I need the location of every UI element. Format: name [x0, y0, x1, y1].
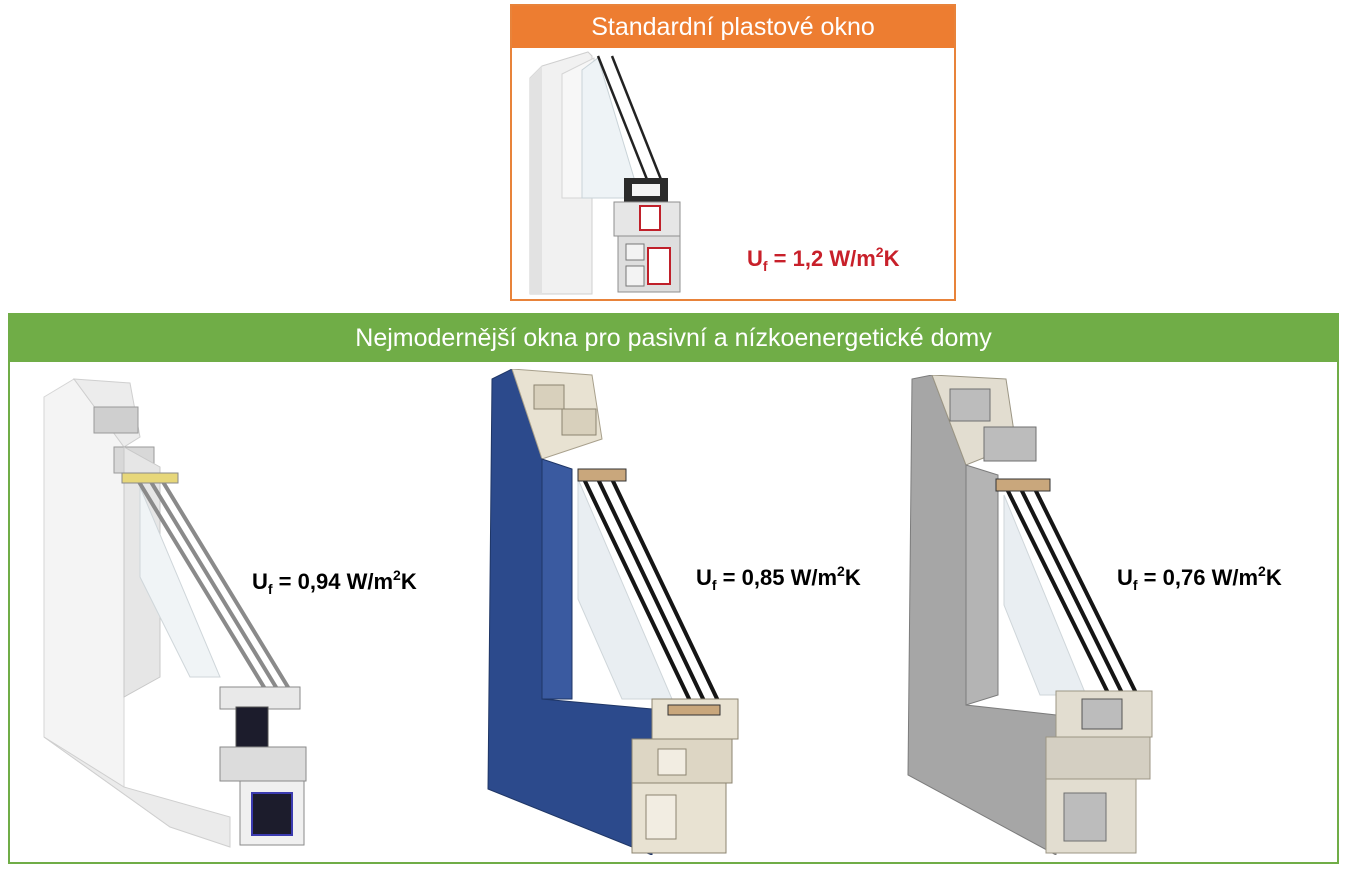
u-value-number: = 1,2 W/m	[767, 246, 876, 271]
u-value-prefix: U	[747, 246, 763, 271]
u-value-number: = 0,76 W/m	[1137, 565, 1259, 590]
modern-windows-panel: Nejmodernější okna pro pasivní a nízkoen…	[8, 313, 1339, 864]
white-window-frame-icon	[529, 51, 681, 295]
u-value-superscript: 2	[837, 563, 845, 579]
u-value-suffix: K	[844, 565, 861, 590]
window-3-u-value: Uf = 0,76 W/m2K	[1117, 563, 1282, 593]
u-value-subscript: f	[711, 577, 717, 593]
u-value-number: = 0,85 W/m	[716, 565, 838, 590]
u-value-number: = 0,94 W/m	[272, 569, 394, 594]
modern-windows-title: Nejmodernější okna pro pasivní a nízkoen…	[10, 315, 1337, 362]
blue-window-frame-icon	[487, 369, 739, 855]
u-value-suffix: K	[1265, 565, 1282, 590]
u-value-superscript: 2	[1258, 563, 1266, 579]
white-window-frame-icon	[43, 378, 307, 848]
u-value-prefix: U	[696, 565, 712, 590]
u-value-superscript: 2	[875, 244, 884, 260]
u-value-suffix: K	[400, 569, 417, 594]
u-value-subscript: f	[267, 581, 273, 597]
u-value-subscript: f	[1132, 577, 1138, 593]
u-value-suffix: K	[883, 246, 900, 271]
u-value-subscript: f	[762, 258, 768, 274]
u-value-superscript: 2	[393, 567, 401, 583]
standard-window-title: Standardní plastové okno	[512, 6, 954, 48]
window-2-u-value: Uf = 0,85 W/m2K	[696, 563, 861, 593]
u-value-prefix: U	[1117, 565, 1133, 590]
grey-window-frame-icon	[907, 375, 1153, 855]
standard-window-panel: Standardní plastové okno Uf = 1,2 W/m2K	[510, 4, 956, 301]
window-1-u-value: Uf = 0,94 W/m2K	[252, 567, 417, 597]
u-value-prefix: U	[252, 569, 268, 594]
standard-u-value: Uf = 1,2 W/m2K	[747, 244, 899, 274]
